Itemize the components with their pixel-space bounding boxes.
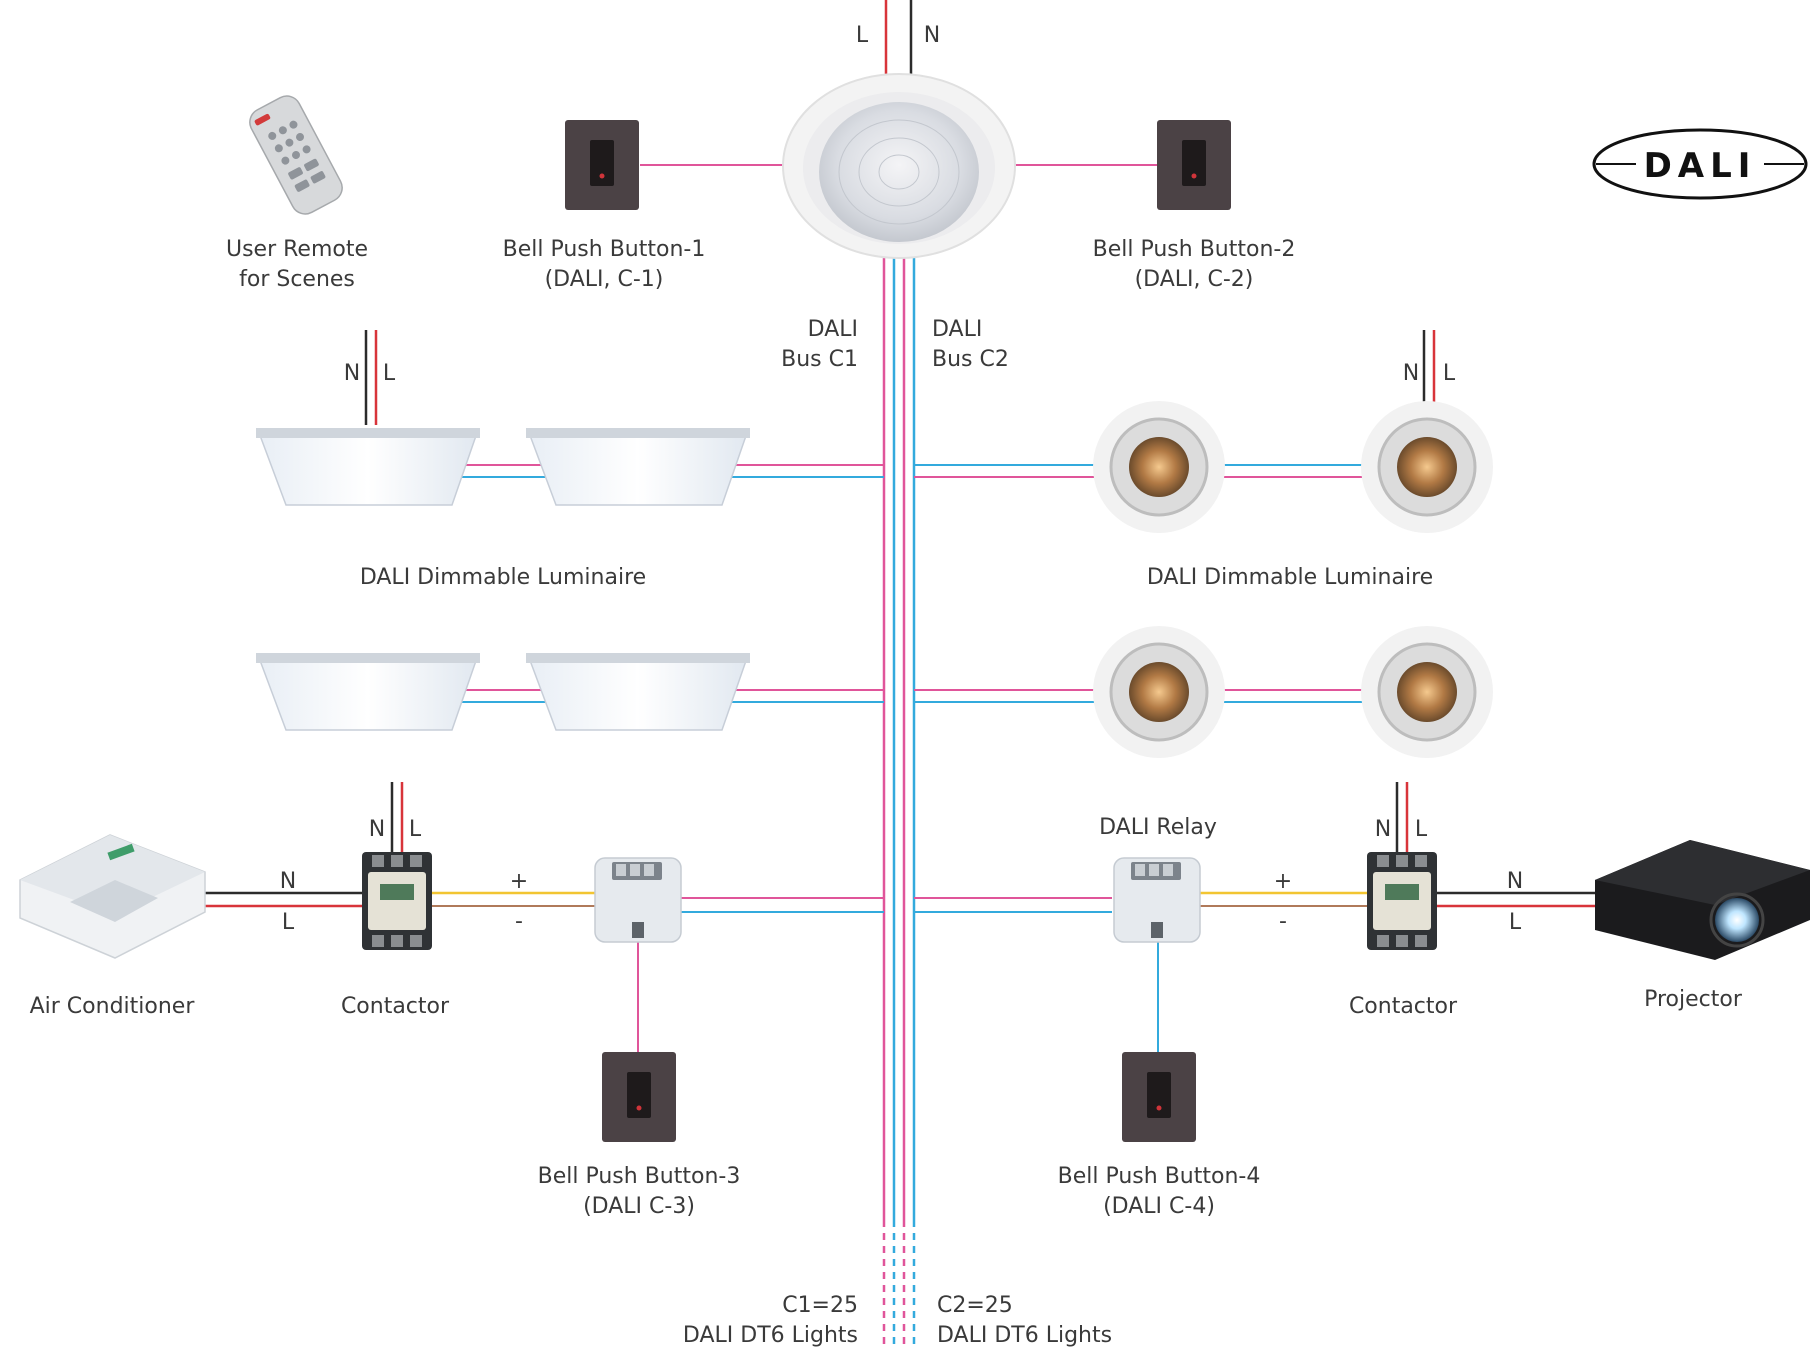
main-bus — [882, 0, 916, 1349]
right-projector-n-label: N — [1507, 869, 1523, 894]
button2-label-line2: (DALI, C-2) — [1135, 267, 1254, 292]
dali-relay-right-icon — [1113, 857, 1201, 943]
air-conditioner-label: Air Conditioner — [30, 994, 196, 1019]
button4-label-line2: (DALI C-4) — [1103, 1194, 1215, 1219]
button3-label-line1: Bell Push Button-3 — [538, 1164, 741, 1189]
bus-c2-label-line2: Bus C2 — [932, 347, 1009, 372]
footer-c1-line2: DALI DT6 Lights — [683, 1323, 858, 1348]
right-contactor-label: Contactor — [1349, 994, 1458, 1019]
contactor-right-icon — [1367, 852, 1437, 950]
contactor-left-icon — [362, 852, 432, 950]
luminaire-right-label: DALI Dimmable Luminaire — [1147, 565, 1433, 590]
luminaire-left-label: DALI Dimmable Luminaire — [360, 565, 646, 590]
button1-label-line2: (DALI, C-1) — [545, 267, 664, 292]
branch-wires — [205, 164, 1595, 1052]
left-contactor-n-label: N — [369, 817, 385, 842]
dali-logo-text: DALI — [1644, 146, 1757, 186]
remote-label-line1: User Remote — [226, 237, 368, 262]
button4-label-line1: Bell Push Button-4 — [1058, 1164, 1261, 1189]
bell-push-button-1-icon — [565, 120, 639, 210]
panel-luminaire-icon — [256, 428, 480, 506]
supply-n-label: N — [924, 23, 940, 48]
button3-label-line2: (DALI C-3) — [583, 1194, 695, 1219]
projector-label: Projector — [1644, 987, 1743, 1012]
right-minus-label: - — [1279, 909, 1287, 934]
bell-push-button-2-icon — [1157, 120, 1231, 210]
left-minus-label: - — [515, 909, 523, 934]
bus-c1-label-line2: Bus C1 — [781, 347, 858, 372]
bell-push-button-3-icon — [602, 1052, 676, 1142]
right-plus-label: + — [1274, 869, 1292, 894]
bus-c2-label-line1: DALI — [932, 317, 982, 342]
button2-label-line1: Bell Push Button-2 — [1093, 237, 1296, 262]
downlight-icon — [1093, 401, 1225, 533]
footer-c1-line1: C1=25 — [782, 1293, 858, 1318]
luminaire-right-n-label: N — [1403, 361, 1419, 386]
bus-c1-label-line1: DALI — [808, 317, 858, 342]
panel-luminaire-icon — [256, 653, 480, 731]
luminaire-right-l-label: L — [1443, 361, 1456, 386]
left-contactor-l-label: L — [409, 817, 422, 842]
bell-push-button-4-icon — [1122, 1052, 1196, 1142]
remote-label-line2: for Scenes — [239, 267, 355, 292]
left-plus-label: + — [510, 869, 528, 894]
dali-multisensor-icon — [782, 73, 1016, 259]
panel-luminaire-icon — [526, 653, 750, 731]
right-contactor-n-label: N — [1375, 817, 1391, 842]
dali-relay-left-icon — [594, 857, 682, 943]
right-contactor-l-label: L — [1415, 817, 1428, 842]
downlight-icon — [1361, 401, 1493, 533]
footer-c2-line2: DALI DT6 Lights — [937, 1323, 1112, 1348]
panel-luminaire-icon — [526, 428, 750, 506]
left-contactor-label: Contactor — [341, 994, 450, 1019]
dali-logo: DALI — [1592, 128, 1808, 200]
left-ac-l-label: L — [282, 910, 295, 935]
button1-label-line1: Bell Push Button-1 — [503, 237, 706, 262]
supply-l-label: L — [856, 23, 869, 48]
luminaire-left-n-label: N — [344, 361, 360, 386]
right-projector-l-label: L — [1509, 910, 1522, 935]
projector-icon — [1595, 840, 1810, 960]
left-ac-n-label: N — [280, 869, 296, 894]
air-conditioner-icon — [19, 834, 206, 959]
dali-relay-label: DALI Relay — [1099, 815, 1217, 840]
luminaire-left-l-label: L — [383, 361, 396, 386]
user-remote-icon — [249, 95, 343, 215]
downlight-icon — [1361, 626, 1493, 758]
footer-c2-line1: C2=25 — [937, 1293, 1013, 1318]
downlight-icon — [1093, 626, 1225, 758]
